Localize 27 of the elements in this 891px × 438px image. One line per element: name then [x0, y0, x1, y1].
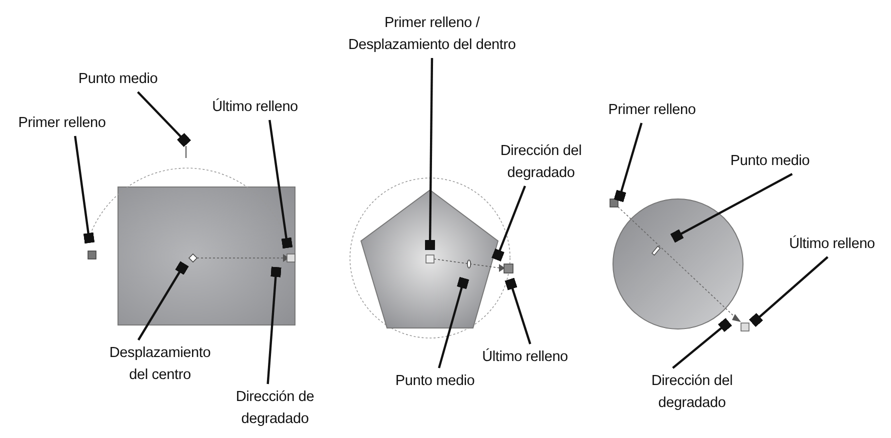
callout-label: Primer relleno: [18, 112, 106, 134]
leader-line: [670, 173, 793, 243]
leader-line: [74, 136, 95, 244]
leader-line: [424, 58, 436, 250]
callout-label: Desplazamiento del centro: [106, 342, 214, 386]
leader-line: [266, 266, 282, 384]
leader-line: [504, 278, 532, 344]
callout-label: Punto medio: [730, 150, 810, 172]
callout-label: Punto medio: [78, 68, 158, 90]
leader-line: [492, 186, 526, 262]
leader-line: [438, 276, 470, 368]
leader-line: [137, 91, 192, 148]
square-gradient-drawing: [88, 146, 296, 326]
callout-label: Primer relleno / Desplazamiento del dentro: [343, 12, 521, 56]
callout-label: Dirección del degradado: [644, 370, 740, 414]
leader-line: [268, 120, 293, 249]
leader-line: [672, 318, 732, 369]
circle-gradient-drawing: [610, 198, 750, 332]
callout-label: Dirección del degradado: [494, 140, 588, 184]
callout-label: Dirección de degradado: [230, 386, 320, 430]
callout-label: Último relleno: [212, 96, 298, 118]
leader-line: [614, 122, 643, 202]
leader-line: [748, 256, 828, 328]
callout-label: Último relleno: [789, 233, 875, 255]
callout-label: Primer relleno: [608, 99, 696, 121]
callout-label: Punto medio: [395, 370, 475, 392]
callout-label: Último relleno: [482, 346, 568, 368]
